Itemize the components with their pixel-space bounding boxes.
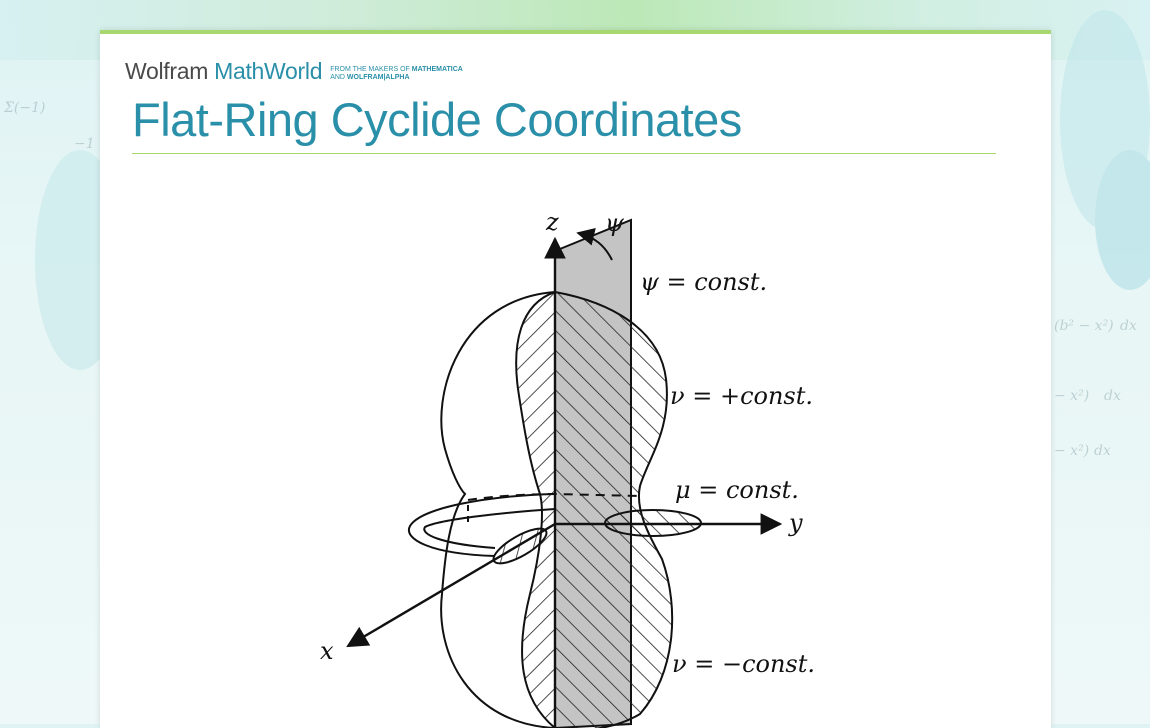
label-axis-y: y: [788, 509, 803, 537]
wolfram-mathworld-logo[interactable]: Wolfram MathWorld FROM THE MAKERS OF MAT…: [125, 58, 463, 85]
label-axis-x: x: [320, 637, 334, 665]
x-axis: [346, 522, 556, 648]
label-nu-minus: ν = −const.: [672, 650, 815, 678]
svg-text:− x²): − x²): [1054, 443, 1089, 459]
content-card: Wolfram MathWorld FROM THE MAKERS OF MAT…: [100, 30, 1051, 728]
cyclide-coordinates-diagram: z ψ ψ = const. ν = +const. μ = const. y …: [320, 208, 815, 728]
svg-text:dx: dx: [1094, 443, 1111, 459]
cyclide-outline: [440, 291, 556, 728]
brand-mathworld: MathWorld: [214, 58, 323, 84]
svg-text:−1: −1: [74, 136, 95, 152]
tagline-line1: FROM THE MAKERS OF: [330, 66, 410, 73]
tagline-line1-bold: MATHEMATICA: [411, 66, 463, 73]
svg-text:dx: dx: [1120, 318, 1137, 334]
svg-text:Σ(−1): Σ(−1): [3, 100, 45, 116]
flat-ring-left-inner: [423, 508, 556, 549]
tagline-line2-bold: WOLFRAM|ALPHA: [346, 74, 410, 81]
label-mu-const: μ = const.: [675, 476, 799, 504]
label-axis-z: z: [545, 208, 559, 236]
brand-tagline: FROM THE MAKERS OF MATHEMATICA AND WOLFR…: [330, 66, 463, 82]
label-psi: ψ: [605, 209, 625, 237]
flat-ring-left: [407, 493, 556, 557]
hidden-rim: [467, 492, 641, 501]
tagline-line2: AND: [330, 74, 345, 81]
svg-text:− x²): − x²): [1054, 388, 1089, 404]
brand-wolfram: Wolfram: [125, 58, 209, 84]
label-nu-plus: ν = +const.: [670, 382, 813, 410]
svg-text:(b² − x²): (b² − x²): [1054, 318, 1114, 334]
svg-text:dx: dx: [1104, 388, 1121, 404]
page-title: Flat-Ring Cyclide Coordinates: [132, 93, 742, 146]
label-psi-const: ψ = const.: [640, 268, 767, 296]
psi-rotation-arrow: [576, 227, 613, 261]
title-divider: [132, 153, 996, 154]
